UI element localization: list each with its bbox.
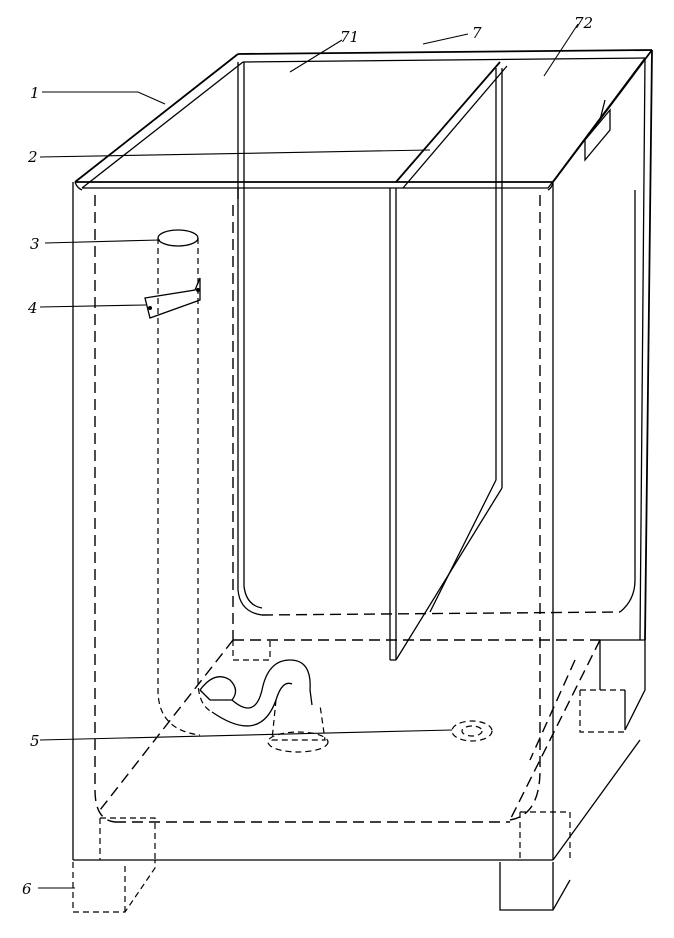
label-1: 1 — [30, 84, 40, 102]
label-3: 3 — [30, 235, 40, 253]
label-71: 71 — [340, 28, 359, 46]
label-7: 7 — [472, 24, 482, 42]
drain-fitting — [451, 720, 493, 742]
leader-lines — [38, 23, 579, 889]
label-2: 2 — [27, 148, 38, 166]
label-6: 6 — [22, 880, 32, 898]
tank-outer-walls — [72, 49, 653, 861]
side-bracket — [584, 99, 611, 162]
label-5: 5 — [30, 732, 40, 750]
label-72: 72 — [574, 14, 593, 32]
pipe-clamp — [144, 277, 201, 319]
label-4: 4 — [27, 299, 38, 317]
drain-pipe — [157, 229, 329, 753]
top-rim — [74, 49, 653, 191]
support-legs — [72, 640, 646, 913]
inner-contours-hidden — [94, 62, 636, 823]
divider-plate — [237, 61, 508, 661]
